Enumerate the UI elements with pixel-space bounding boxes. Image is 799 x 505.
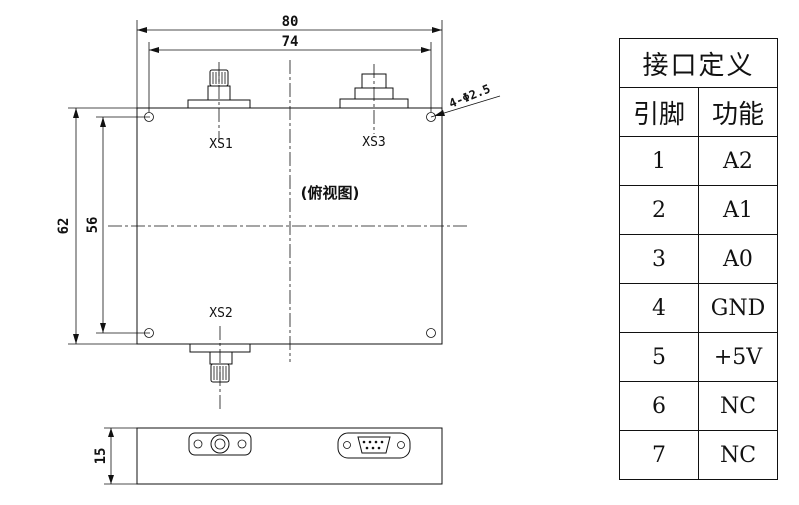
dim-74-text: 74 xyxy=(282,34,299,50)
dim-thickness: 15 xyxy=(93,427,137,485)
side-dsub xyxy=(337,432,411,459)
side-sma-flange xyxy=(188,432,252,456)
pin-cell: 3 xyxy=(619,234,699,284)
pin-cell: 4 xyxy=(619,283,699,333)
pin-cell: 7 xyxy=(619,430,699,480)
xs3-label: XS3 xyxy=(362,135,385,150)
table-row: 5 +5V xyxy=(619,332,778,382)
pin-cell: 1 xyxy=(619,136,699,186)
function-cell: A0 xyxy=(698,234,778,284)
function-cell: A1 xyxy=(698,185,778,235)
interface-table-title: 接口定义 xyxy=(619,38,778,88)
dim-62-text: 62 xyxy=(56,218,72,235)
function-cell: +5V xyxy=(698,332,778,382)
view-label: (俯视图) xyxy=(301,184,360,202)
table-row: 1 A2 xyxy=(619,136,778,186)
table-row: 4 GND xyxy=(619,283,778,333)
pin-cell: 2 xyxy=(619,185,699,235)
table-row: 3 A0 xyxy=(619,234,778,284)
table-row: 2 A1 xyxy=(619,185,778,235)
dim-hole-spacing-x: 74 xyxy=(148,34,432,112)
function-cell: NC xyxy=(698,381,778,431)
table-row: 7 NC xyxy=(619,430,778,480)
function-cell: A2 xyxy=(698,136,778,186)
xs2-label: XS2 xyxy=(209,306,232,321)
dim-overall-height: 62 xyxy=(56,107,137,345)
mechanical-drawing: 80 74 62 56 xyxy=(56,14,501,485)
interface-table: 接口定义 引脚 功能 1 A2 2 A1 3 A0 4 GND 5 +5V 6 … xyxy=(619,38,778,480)
pin-cell: 6 xyxy=(619,381,699,431)
xs1-label: XS1 xyxy=(209,137,232,152)
dim-15-text: 15 xyxy=(93,448,109,465)
table-row: 6 NC xyxy=(619,381,778,431)
dim-hole-spacing-y: 56 xyxy=(85,116,150,334)
dim-80-text: 80 xyxy=(282,14,299,30)
xs2-connector xyxy=(189,326,251,410)
header-pin: 引脚 xyxy=(619,87,699,137)
function-cell: NC xyxy=(698,430,778,480)
xs3-connector xyxy=(339,64,409,134)
mounting-holes xyxy=(144,112,436,338)
hole-callout-text: 4-Φ2.5 xyxy=(447,82,492,111)
xs1-connector xyxy=(187,62,251,140)
housing-side-view xyxy=(136,427,443,485)
pin-cell: 5 xyxy=(619,332,699,382)
function-cell: GND xyxy=(698,283,778,333)
hole-callout: 4-Φ2.5 xyxy=(430,82,501,118)
header-function: 功能 xyxy=(698,87,778,137)
dim-overall-width: 80 xyxy=(136,14,443,110)
dim-56-text: 56 xyxy=(85,217,101,234)
